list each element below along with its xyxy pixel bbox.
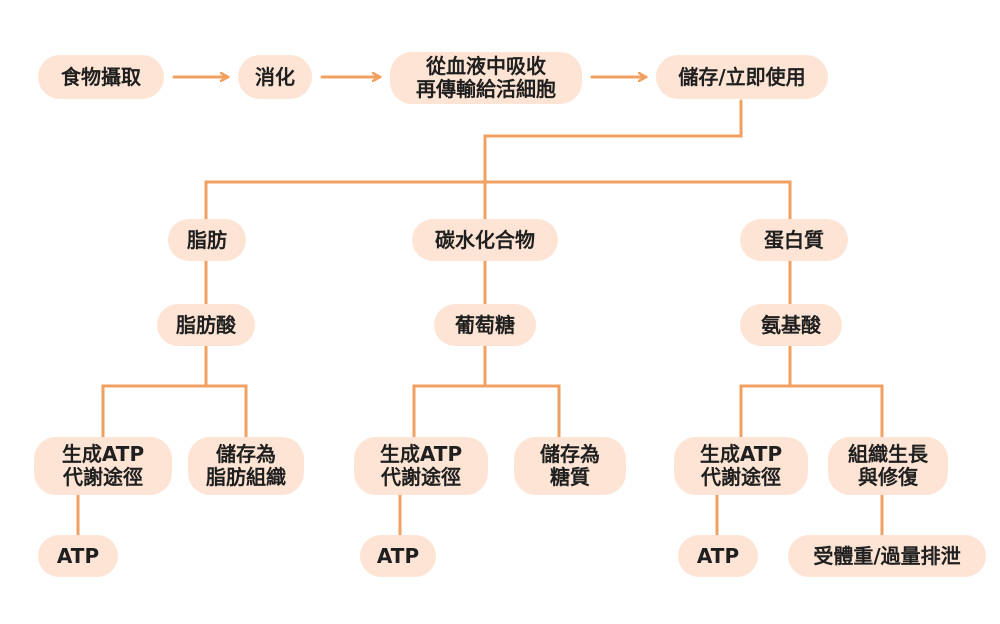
node-carbohydrate-label: 碳水化合物 bbox=[435, 227, 535, 252]
node-absorb: 從血液中吸收 再傳輸給活細胞 bbox=[390, 52, 582, 104]
node-carbohydrate: 碳水化合物 bbox=[412, 219, 558, 261]
node-carb-atp: ATP bbox=[360, 535, 436, 577]
node-carb-atp-label: ATP bbox=[376, 543, 420, 568]
node-amino-acid: 氨基酸 bbox=[740, 304, 842, 346]
carb-split-right bbox=[483, 384, 561, 439]
node-excretion: 受體重/過量排泄 bbox=[788, 535, 986, 577]
node-fat-store-line2: 脂肪組織 bbox=[206, 465, 286, 489]
node-fat-store: 儲存為 脂肪組織 bbox=[188, 437, 304, 495]
node-carb-store-line2: 糖質 bbox=[550, 465, 590, 489]
node-glucose-label: 葡萄糖 bbox=[455, 312, 515, 337]
protein-split bbox=[739, 344, 792, 439]
node-carb-store: 儲存為 糖質 bbox=[514, 437, 626, 495]
node-protein-atp-label: ATP bbox=[696, 543, 740, 568]
node-protein-atp-pathway-line2: 代謝途徑 bbox=[701, 465, 781, 489]
node-glucose: 葡萄糖 bbox=[434, 304, 536, 346]
node-fatty-acid: 脂肪酸 bbox=[157, 304, 255, 346]
branch-top-connector bbox=[204, 180, 792, 221]
node-fat-atp-pathway-line2: 代謝途徑 bbox=[63, 465, 143, 489]
node-food-intake-label: 食物攝取 bbox=[61, 64, 141, 89]
node-excretion-label: 受體重/過量排泄 bbox=[813, 543, 961, 568]
carb-split bbox=[412, 344, 487, 439]
node-protein-atp: ATP bbox=[678, 535, 758, 577]
node-fat-atp: ATP bbox=[38, 535, 118, 577]
node-tissue-growth-line2: 與修復 bbox=[858, 465, 918, 489]
node-protein-atp-pathway: 生成ATP 代謝途徑 bbox=[674, 437, 808, 495]
node-carb-atp-pathway-line1: 生成ATP bbox=[379, 442, 463, 466]
protein-split-right bbox=[788, 384, 884, 439]
node-fat-atp-pathway-line1: 生成ATP bbox=[61, 442, 145, 466]
node-fatty-acid-label: 脂肪酸 bbox=[176, 312, 236, 337]
node-carb-atp-pathway-line2: 代謝途徑 bbox=[381, 465, 461, 489]
node-food-intake: 食物攝取 bbox=[38, 55, 164, 99]
node-fat-atp-pathway: 生成ATP 代謝途徑 bbox=[34, 437, 172, 495]
node-store-use-label: 儲存/立即使用 bbox=[678, 64, 806, 89]
node-fat-atp-label: ATP bbox=[56, 543, 100, 568]
node-protein-label: 蛋白質 bbox=[764, 227, 824, 252]
node-digestion-label: 消化 bbox=[255, 64, 295, 89]
node-tissue-growth: 組織生長 與修復 bbox=[828, 437, 948, 495]
fat-split-right bbox=[204, 384, 248, 439]
node-tissue-growth-line1: 組織生長 bbox=[848, 442, 928, 466]
node-amino-acid-label: 氨基酸 bbox=[761, 312, 821, 337]
node-absorb-line2: 再傳輸給活細胞 bbox=[416, 77, 556, 101]
node-store-use: 儲存/立即使用 bbox=[656, 55, 828, 99]
trunk-connector bbox=[483, 99, 743, 221]
node-protein: 蛋白質 bbox=[740, 219, 848, 261]
node-carb-atp-pathway: 生成ATP 代謝途徑 bbox=[354, 437, 488, 495]
node-fat-store-line1: 儲存為 bbox=[216, 442, 276, 466]
fat-split bbox=[101, 344, 208, 439]
node-fat: 脂肪 bbox=[168, 219, 246, 261]
node-fat-label: 脂肪 bbox=[187, 227, 227, 252]
node-absorb-line1: 從血液中吸收 bbox=[426, 54, 546, 78]
node-protein-atp-pathway-line1: 生成ATP bbox=[699, 442, 783, 466]
node-digestion: 消化 bbox=[238, 55, 312, 99]
node-carb-store-line1: 儲存為 bbox=[540, 442, 600, 466]
